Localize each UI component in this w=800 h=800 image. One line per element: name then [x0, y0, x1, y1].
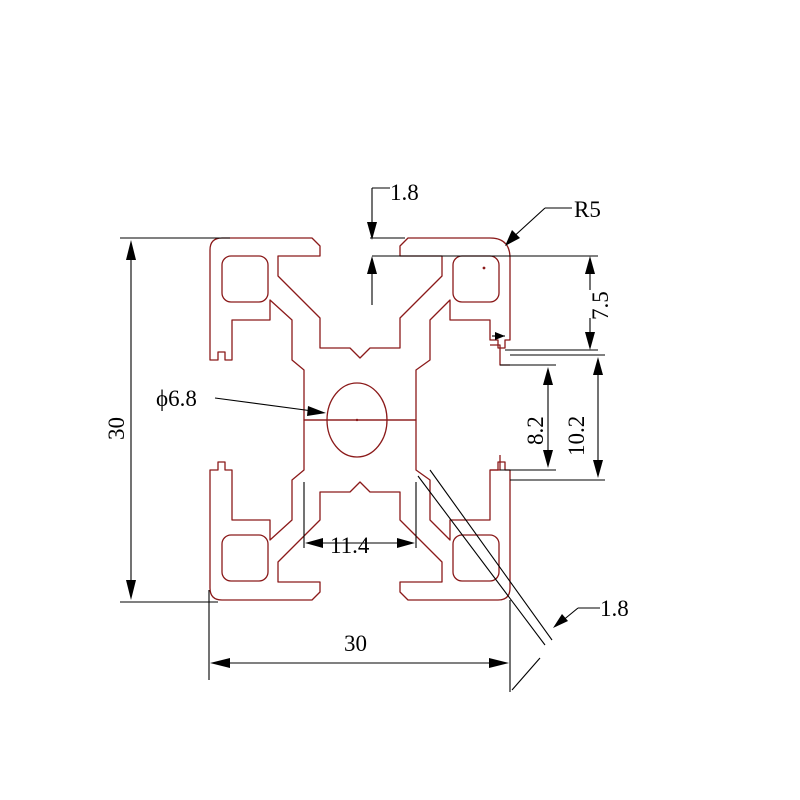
profile-outline: [209, 237, 511, 601]
label-slot-opening: 1.8: [390, 180, 419, 205]
label-wall-thickness: 1.8: [600, 596, 629, 621]
label-outer-slot: 10.2: [564, 416, 589, 456]
label-center-bore: ϕ6.8: [156, 386, 197, 411]
dimension-labels: 1.8 R5 7.5 ϕ6.8 30 8.2 10.2 11.4 1.8 30: [104, 180, 629, 656]
label-core-width: 11.4: [330, 533, 370, 558]
label-inner-slot: 8.2: [523, 416, 548, 445]
label-overall-height: 30: [104, 417, 129, 440]
dimensions: [120, 187, 605, 692]
label-slot-depth: 7.5: [588, 291, 613, 320]
label-overall-width: 30: [344, 631, 367, 656]
label-corner-radius: R5: [574, 197, 601, 222]
